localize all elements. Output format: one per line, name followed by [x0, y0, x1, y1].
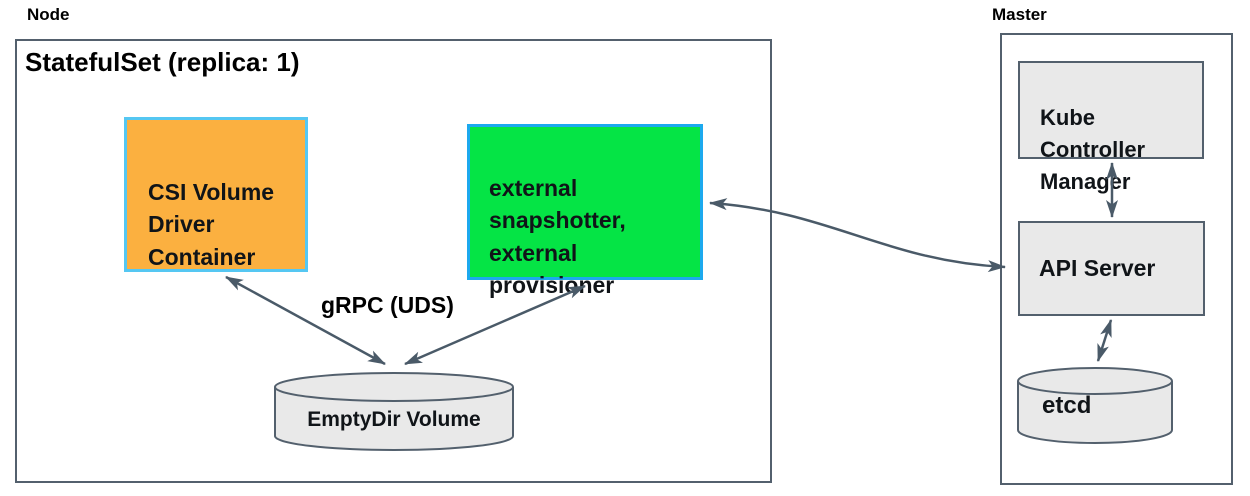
emptydir-volume-label: EmptyDir Volume: [307, 408, 481, 431]
external-sidecars-box: external snapshotter, external provision…: [467, 124, 703, 298]
grpc-uds-label: gRPC (UDS): [321, 292, 454, 318]
master-group-title: Master: [992, 5, 1047, 24]
api-server-box: API Server: [1018, 221, 1205, 316]
kube-controller-manager-box: Kube Controller Manager: [1018, 61, 1204, 194]
external-sidecars-label: external snapshotter, external provision…: [489, 175, 626, 298]
csi-volume-driver-container-label: CSI Volume Driver Container: [148, 179, 275, 270]
kube-controller-manager-label: Kube Controller Manager: [1040, 104, 1146, 194]
etcd-label: etcd: [1042, 392, 1092, 419]
statefulset-label: StatefulSet (replica: 1): [25, 47, 300, 77]
csi-volume-driver-container-box: CSI Volume Driver Container: [124, 117, 308, 272]
node-group-title: Node: [27, 5, 70, 24]
api-server-label: API Server: [1039, 255, 1156, 282]
